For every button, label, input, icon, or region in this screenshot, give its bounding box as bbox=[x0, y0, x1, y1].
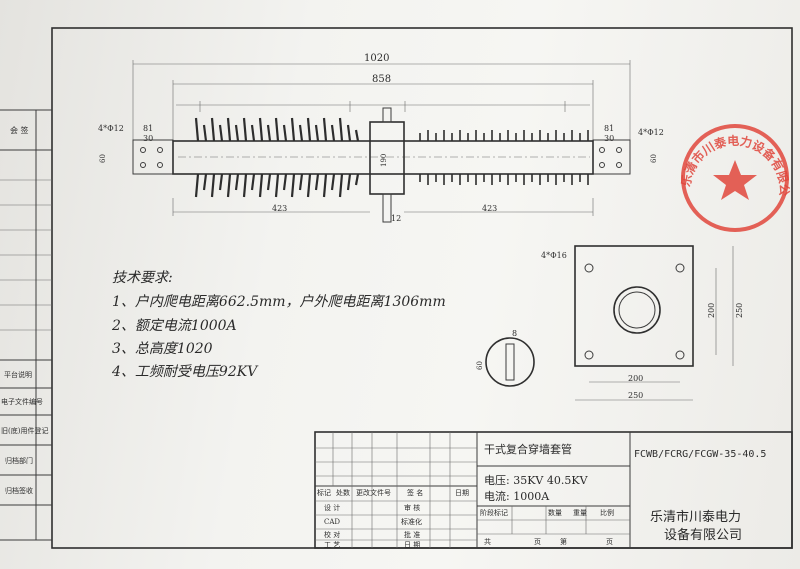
model-number: FCWB/FCRG/FCGW-35-40.5 bbox=[634, 449, 766, 460]
dim-flange-200-h: 200 bbox=[628, 374, 643, 383]
sign-row-label: 工 艺 bbox=[324, 541, 340, 549]
sign-row-label: 校 对 bbox=[324, 530, 340, 539]
rev-header: 签 名 bbox=[407, 488, 423, 497]
title-block: 标记 处数 更改文件号 签 名 日期 设 计 CAD 校 对 工 艺 审 核 标… bbox=[314, 431, 793, 549]
sheds-right bbox=[419, 130, 589, 185]
technical-requirements: 技术要求: 1、户内爬电距离662.5mm，户外爬电距离1306mm 2、额定电… bbox=[111, 270, 446, 380]
requirement-item: 3、总高度1020 bbox=[112, 341, 213, 357]
dim-flange-hole: 4*Φ16 bbox=[541, 251, 567, 260]
sheet-label: 共 bbox=[484, 537, 491, 546]
dim-center-12: 12 bbox=[391, 214, 401, 223]
sidebar-label-old-register: 旧(底)用件登记 bbox=[1, 426, 48, 435]
dim-center-190: 190 bbox=[380, 154, 388, 167]
dim-key-8: 8 bbox=[512, 329, 517, 338]
dim-flange-250-v: 250 bbox=[735, 303, 744, 318]
rev-header: 处数 bbox=[336, 488, 350, 497]
sheet-label: 页 bbox=[606, 538, 613, 546]
dim-left-81: 81 bbox=[143, 124, 153, 133]
dim-left-30: 30 bbox=[143, 134, 153, 143]
requirement-item: 4、工频耐受电压92KV bbox=[111, 364, 259, 380]
sheet-label: 页 bbox=[534, 538, 541, 546]
dim-right-81: 81 bbox=[604, 124, 614, 133]
left-margin-strip: 会 签 平台说明 电子文件编号 旧(底)用件登记 归档部门 归档签收 bbox=[0, 109, 52, 541]
dim-left-hole: 4*Φ12 bbox=[98, 124, 124, 133]
approve-row-label: 审 核 bbox=[404, 503, 420, 512]
stage-header: 数量 bbox=[548, 508, 562, 517]
company-name-line2: 设备有限公司 bbox=[664, 527, 742, 543]
requirements-heading: 技术要求: bbox=[112, 270, 173, 286]
sidebar-label-archive-sign: 归档签收 bbox=[5, 486, 33, 495]
sidebar-label-countersign: 会 签 bbox=[10, 125, 29, 135]
sidebar-label-file-no: 电子文件编号 bbox=[1, 397, 43, 406]
approve-row-label: 日 期 bbox=[404, 541, 420, 549]
dim-left-423: 423 bbox=[272, 204, 287, 213]
sign-row-label: CAD bbox=[324, 518, 340, 526]
dim-total: 1020 bbox=[364, 53, 389, 64]
rev-header: 日期 bbox=[455, 489, 469, 497]
product-name: 干式复合穿墙套管 bbox=[484, 442, 572, 456]
dim-flange-250-h: 250 bbox=[628, 391, 643, 400]
stage-header: 重量 bbox=[573, 509, 587, 517]
sidebar-label-archive-dept: 归档部门 bbox=[5, 456, 33, 465]
product-current: 电流: 1000A bbox=[484, 489, 550, 503]
terminal-end-view: 8 60 bbox=[476, 329, 535, 387]
dim-right-60: 60 bbox=[650, 154, 658, 163]
approve-row-label: 标准化 bbox=[401, 517, 422, 526]
dim-key-60: 60 bbox=[476, 361, 484, 370]
stage-header: 阶段标记 bbox=[480, 508, 508, 517]
company-name-line1: 乐清市川泰电力 bbox=[650, 509, 741, 525]
sheds-left bbox=[194, 117, 360, 198]
dim-flange-200-v: 200 bbox=[707, 303, 716, 318]
dim-right-hole: 4*Φ12 bbox=[638, 128, 664, 137]
product-voltage: 电压: 35KV 40.5KV bbox=[484, 474, 589, 487]
sheet-label: 第 bbox=[560, 537, 567, 546]
rev-header: 标记 bbox=[317, 488, 331, 497]
sign-row-label: 设 计 bbox=[324, 503, 340, 512]
drawing-frame bbox=[51, 27, 793, 549]
requirement-item: 1、户内爬电距离662.5mm，户外爬电距离1306mm bbox=[112, 294, 446, 310]
rev-header: 更改文件号 bbox=[356, 488, 391, 497]
seal-star-icon bbox=[713, 160, 757, 200]
bushing-front-view: 1020 858 bbox=[98, 53, 664, 223]
dim-right-423: 423 bbox=[482, 204, 497, 213]
stage-header: 比例 bbox=[600, 508, 614, 517]
dim-inner: 858 bbox=[372, 74, 391, 85]
flange-side-view: 4*Φ16 200 250 200 250 bbox=[541, 245, 744, 401]
dim-left-60: 60 bbox=[99, 154, 107, 163]
dim-right-30: 30 bbox=[604, 134, 614, 143]
approve-row-label: 批 准 bbox=[404, 530, 420, 539]
sidebar-label-platform: 平台说明 bbox=[4, 370, 32, 379]
requirement-item: 2、额定电流1000A bbox=[111, 318, 237, 334]
